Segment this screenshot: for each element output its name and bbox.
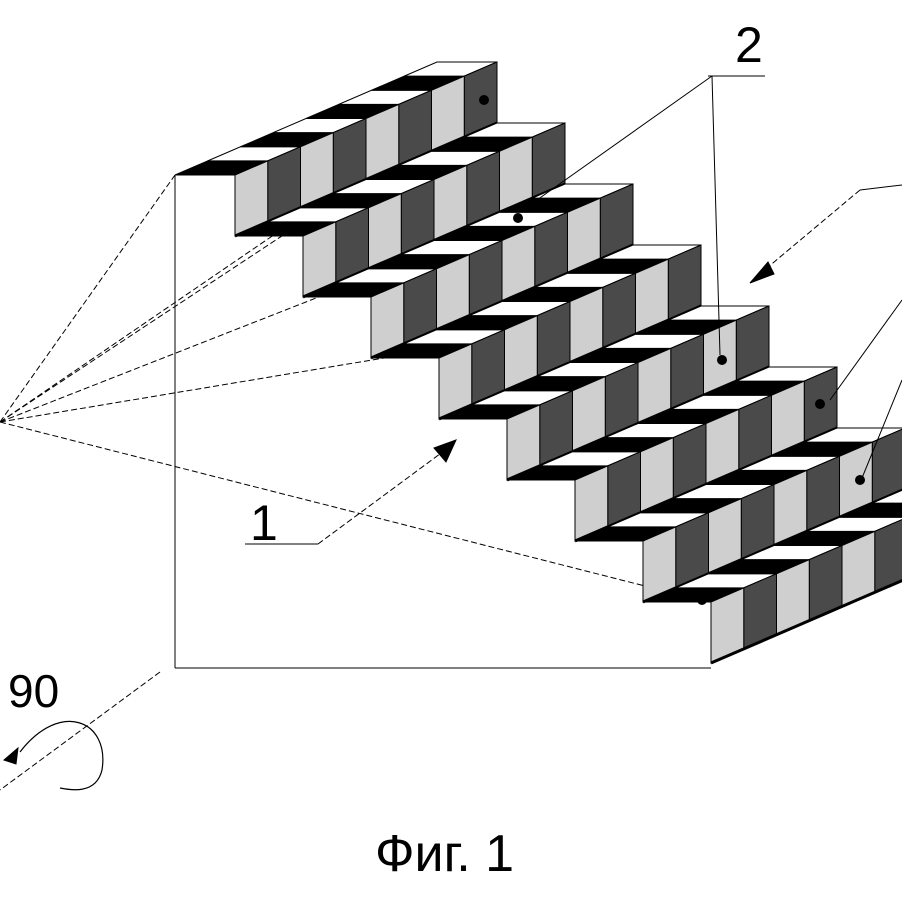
label-2-leader xyxy=(711,75,721,356)
construction-line xyxy=(0,351,421,423)
arrow-head-icon xyxy=(433,439,457,463)
construction-line xyxy=(0,217,521,423)
rotation-arrow-icon xyxy=(3,746,19,765)
riser-bottom-edge xyxy=(710,578,902,665)
construction-line xyxy=(0,227,285,423)
marker-dot xyxy=(419,347,429,357)
right-leader xyxy=(861,379,902,479)
construction-line xyxy=(0,174,176,423)
construction-line xyxy=(0,421,701,601)
angle-label-90: 90 xyxy=(8,665,60,717)
marker-dot xyxy=(513,213,523,223)
right-leader xyxy=(829,299,902,401)
label-2-leader xyxy=(519,75,713,213)
label-1-leader xyxy=(317,447,449,545)
label-2: 2 xyxy=(735,17,763,73)
marker-dot xyxy=(717,355,727,365)
rotation-axis-line xyxy=(0,671,161,791)
arrow-leader xyxy=(754,189,861,279)
marker-dot xyxy=(697,595,707,605)
marker-dot xyxy=(815,399,825,409)
figure-caption: Фиг. 1 xyxy=(375,825,515,883)
rotation-arc xyxy=(19,720,104,791)
marker-dot xyxy=(479,95,489,105)
arrow-leader xyxy=(859,184,902,191)
marker-dot xyxy=(855,475,865,485)
label-1: 1 xyxy=(250,495,278,551)
tread-stripe xyxy=(872,489,902,504)
tread-stripe xyxy=(839,502,902,518)
marker-dot xyxy=(279,223,289,233)
arrow-head-icon xyxy=(749,261,775,284)
tread-stripe xyxy=(806,516,902,532)
